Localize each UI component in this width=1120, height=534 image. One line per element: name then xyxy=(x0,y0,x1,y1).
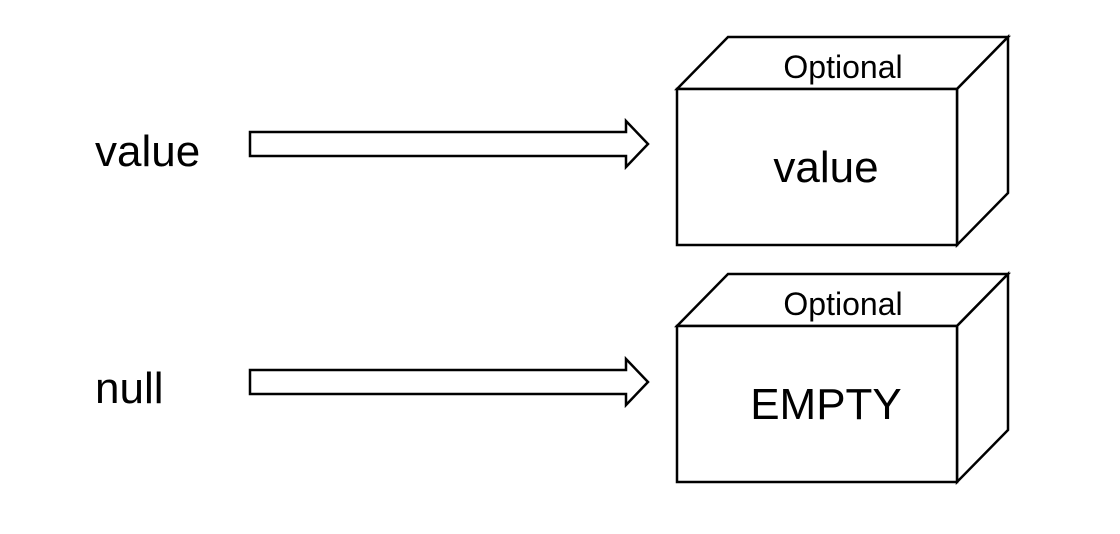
right-arrow-icon xyxy=(248,355,650,409)
box-front-label: value xyxy=(773,143,878,192)
box-top-label: Optional xyxy=(783,286,902,322)
input-label-value: value xyxy=(95,127,200,176)
input-label-null: null xyxy=(95,364,164,413)
box-front-face xyxy=(675,324,959,484)
box-top-label: Optional xyxy=(783,49,902,85)
right-arrow-icon xyxy=(248,117,650,171)
box-front-face xyxy=(675,87,959,247)
row-null: null Optional EMPTY xyxy=(95,270,1011,486)
row-value: value Optional value xyxy=(95,33,1011,249)
box-front-label: EMPTY xyxy=(750,380,902,429)
optional-box-value: Optional value xyxy=(674,33,1011,249)
optional-box-empty: Optional EMPTY xyxy=(674,270,1011,486)
